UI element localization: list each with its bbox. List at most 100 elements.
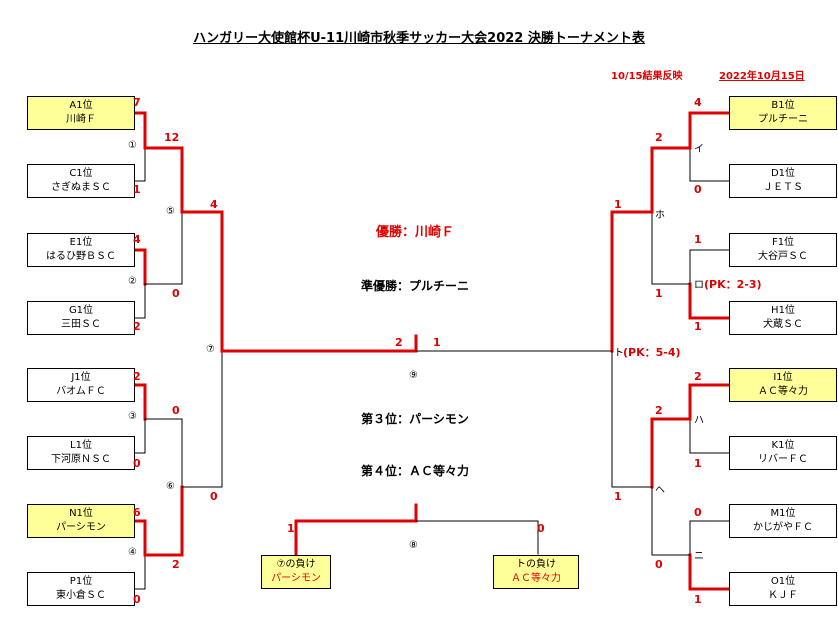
team-box-p1: P1位 東小倉ＳＣ	[27, 572, 135, 606]
score-m1r: 0	[694, 506, 702, 519]
score-i1: 2	[694, 370, 702, 383]
line-m1-win	[143, 146, 184, 214]
team-box-j1: J1位 バオムＦＣ	[27, 368, 135, 402]
line-a1	[133, 111, 147, 150]
team-box-o1: O1位 ＫＪＦ	[729, 572, 837, 606]
team-name: パーシモン	[56, 522, 106, 533]
team-box-m1: M1位 かじがやＦＣ	[729, 504, 837, 538]
score-i: 2	[655, 131, 663, 144]
line-i-win	[650, 146, 692, 214]
team-pos: D1位	[770, 168, 796, 179]
team-name: 東小倉ＳＣ	[56, 590, 106, 601]
team-pos: F1位	[771, 237, 795, 248]
score-n1: 6	[133, 506, 141, 519]
third-right-box: トの負け ＡＣ等々力	[493, 555, 579, 589]
score-f1: 1	[694, 233, 702, 246]
line-m4-win	[143, 485, 184, 557]
line-k1	[689, 418, 730, 454]
score-k1: 1	[694, 457, 702, 470]
team-pos: P1位	[69, 576, 93, 587]
team-box-h1: H1位 犬蔵ＳＣ	[729, 301, 837, 335]
score-h1: 1	[694, 320, 702, 333]
team-pos: K1位	[771, 440, 795, 451]
third-left-label: ⑦の負け	[276, 559, 316, 570]
team-box-e1: E1位 はるひ野ＢＳＣ	[27, 233, 135, 267]
match-mark-8: ⑧	[409, 540, 418, 551]
score-ha: 2	[655, 404, 663, 417]
match-mark-to: ト	[614, 348, 624, 359]
score-b1: 4	[694, 96, 702, 109]
match-mark-ni: ニ	[694, 551, 704, 562]
team-box-g1: G1位 三田ＳＣ	[27, 301, 135, 335]
team-name: ＫＪＦ	[768, 590, 798, 601]
third-left-team: パーシモン	[271, 573, 321, 584]
fourth-place-text: 第４位：ＡＣ等々力	[360, 464, 469, 478]
team-box-n1: N1位 パーシモン	[27, 504, 135, 538]
third-place-text: 第３位：パーシモン	[361, 412, 469, 426]
line-third-right	[415, 520, 539, 555]
score-l1: 0	[133, 457, 141, 470]
score-m6: 0	[210, 490, 218, 503]
score-m1: 12	[164, 131, 180, 144]
score-m5: 4	[210, 198, 218, 211]
team-box-c1: C1位 さぎぬまＳＣ	[27, 164, 135, 198]
team-name: プルチーニ	[758, 114, 808, 125]
match-mark-i: イ	[694, 144, 704, 155]
team-name: さぎぬまＳＣ	[51, 182, 111, 193]
team-pos: O1位	[770, 576, 796, 587]
line-m5-win	[180, 210, 224, 353]
team-name: 犬蔵ＳＣ	[763, 319, 803, 330]
line-he	[611, 350, 653, 488]
team-name: 大谷戸ＳＣ	[758, 251, 808, 262]
line-g1	[134, 283, 146, 319]
line-m2-lose	[144, 211, 183, 285]
team-box-f1: F1位 大谷戸ＳＣ	[729, 233, 837, 267]
score-p1: 0	[133, 593, 141, 606]
match-mark-3: ③	[128, 411, 137, 422]
score-third-left: 1	[287, 522, 295, 535]
line-m6	[181, 350, 223, 488]
line-j1	[133, 383, 147, 421]
match-mark-6: ⑥	[166, 481, 175, 492]
match-mark-5: ⑤	[166, 206, 175, 217]
score-final-left: 2	[395, 336, 403, 349]
team-box-b1: B1位 プルチーニ	[729, 96, 837, 130]
team-pos: I1位	[773, 372, 793, 383]
score-third-right: 0	[537, 522, 545, 535]
team-box-k1: K1位 リバーＦＣ	[729, 436, 837, 470]
team-name: 川崎Ｆ	[66, 114, 96, 125]
page-title: ハンガリー大使館杯U-11川崎市秋季サッカー大会2022 決勝トーナメント表	[193, 31, 645, 46]
score-final-right: 1	[433, 336, 441, 349]
score-m2: 0	[172, 287, 180, 300]
team-pos: M1位	[770, 508, 796, 519]
score-g1: 2	[133, 320, 141, 333]
line-f1	[689, 249, 730, 285]
team-box-l1: L1位 下河原ＮＳＣ	[27, 436, 135, 470]
third-left-box: ⑦の負け パーシモン	[261, 555, 331, 589]
team-box-i1: I1位 ＡＣ等々力	[729, 368, 837, 402]
line-b1	[688, 111, 731, 150]
score-he: 1	[614, 490, 622, 503]
line-m1r	[689, 520, 730, 556]
match-mark-he: ヘ	[655, 485, 665, 496]
score-c1: 1	[133, 183, 141, 196]
line-p1	[134, 554, 146, 590]
line-ni	[651, 486, 691, 556]
team-name: 下河原ＮＳＣ	[51, 454, 111, 465]
match-mark-ro: ロ	[694, 280, 704, 291]
team-name: バオムＦＣ	[56, 386, 106, 397]
line-c1	[134, 147, 146, 182]
pk-note-ro: (PK：2-3)	[704, 278, 762, 291]
third-right-team: ＡＣ等々力	[511, 573, 561, 584]
score-o1: 1	[694, 593, 702, 606]
line-o1	[688, 553, 731, 591]
match-mark-7: ⑦	[206, 344, 215, 355]
match-mark-ha: ハ	[694, 415, 704, 426]
third-right-label: トの負け	[516, 559, 556, 570]
team-name: かじがやＦＣ	[753, 522, 813, 533]
line-d1	[689, 147, 730, 182]
score-m3: 0	[172, 404, 180, 417]
line-n1	[133, 519, 147, 557]
update-note: 10/15結果反映	[611, 71, 683, 82]
